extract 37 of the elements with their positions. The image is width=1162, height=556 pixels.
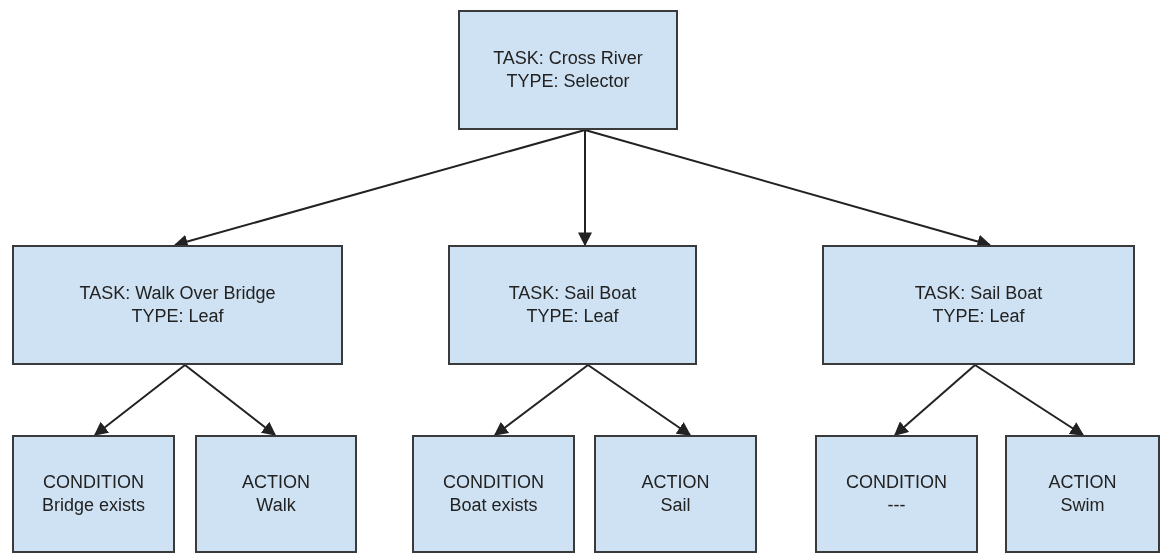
- box-label: TASK: Walk Over Bridge: [79, 282, 276, 305]
- box-label: ACTION: [242, 471, 310, 494]
- box-label: ACTION: [641, 471, 710, 494]
- arrow: [974, 364, 1085, 436]
- box-label: TASK: Sail Boat: [914, 282, 1043, 305]
- box-label: CONDITION: [846, 471, 947, 494]
- task-box: [12, 435, 175, 553]
- arrow: [493, 364, 589, 436]
- task-box: [822, 245, 1135, 365]
- task-box: [1005, 435, 1160, 553]
- box-label: ---: [887, 494, 906, 517]
- task-box: [448, 245, 697, 365]
- box-label: TYPE: Leaf: [932, 305, 1025, 328]
- task-box: [594, 435, 757, 553]
- box-label: ACTION: [1048, 471, 1117, 494]
- box-label: Boat exists: [449, 494, 538, 517]
- box-label: Swim: [1060, 494, 1105, 517]
- box-label: TYPE: Leaf: [131, 305, 224, 328]
- box-label: Bridge exists: [41, 494, 145, 517]
- box-label: Sail: [660, 494, 691, 517]
- task-box: [815, 435, 978, 553]
- arrow: [578, 129, 592, 247]
- box-label: TASK: Sail Boat: [508, 282, 637, 305]
- arrow: [184, 364, 277, 436]
- box-label: CONDITION: [43, 471, 144, 494]
- task-box: [412, 435, 575, 553]
- task-box: [458, 10, 678, 130]
- box-label: TYPE: Leaf: [526, 305, 619, 328]
- box-label: TASK: Cross River: [493, 47, 643, 70]
- arrow: [93, 364, 186, 436]
- box-label: TYPE: Selector: [506, 70, 630, 93]
- box-label: CONDITION: [443, 471, 544, 494]
- task-box: [12, 245, 343, 365]
- box-label: Walk: [256, 494, 296, 517]
- arrow: [587, 364, 692, 436]
- arrow: [893, 364, 976, 436]
- task-box: [195, 435, 357, 553]
